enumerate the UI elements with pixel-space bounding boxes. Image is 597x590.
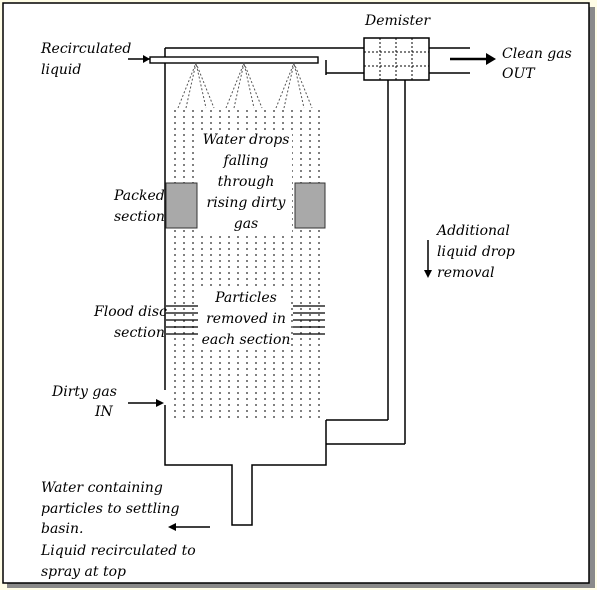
flood-disc-label-2: section — [114, 325, 165, 341]
packed-section-label-1: Packed — [113, 188, 165, 204]
particles-line-1: Particles — [214, 290, 277, 306]
water-drops-line-1: Water drops — [203, 132, 290, 148]
clean-gas-label-2: OUT — [502, 66, 536, 82]
packed-section-left — [165, 182, 198, 229]
dirty-gas-label-2: IN — [94, 404, 114, 420]
water-outlet-label-5: spray at top — [41, 564, 126, 580]
recirculated-liquid-label-1: Recirculated — [40, 41, 131, 57]
dirty-gas-label-1: Dirty gas — [51, 384, 117, 400]
additional-removal-label-3: removal — [437, 265, 494, 281]
flood-disc-sections — [166, 305, 325, 335]
demister-label: Demister — [364, 13, 431, 29]
water-drops-line-4: rising dirty — [207, 195, 287, 211]
packed-section-label-2: section — [114, 209, 165, 225]
particles-removed-text: Particles removed in each section — [201, 286, 291, 348]
spray-header — [149, 56, 319, 64]
diagram-border — [2, 2, 590, 584]
spray-nozzles — [177, 61, 313, 109]
water-outlet-label-2: particles to settling — [41, 501, 180, 517]
additional-removal-label-2: liquid drop — [437, 244, 515, 260]
clean-gas-label-1: Clean gas — [502, 46, 572, 62]
additional-removal-label-1: Additional — [435, 223, 510, 239]
packed-section-right — [294, 182, 326, 229]
water-drops-line-5: gas — [234, 216, 259, 232]
water-drops-line-2: falling — [223, 153, 269, 169]
water-outlet-label-4: Liquid recirculated to — [40, 543, 196, 559]
particles-line-3: each section — [202, 332, 291, 348]
flood-disc-label-1: Flood disc — [93, 304, 167, 320]
particles-line-2: removed in — [206, 311, 286, 327]
arrows — [128, 53, 496, 531]
water-outlet-label-3: basin. — [41, 521, 83, 537]
water-drops-text: Water drops falling through rising dirty… — [200, 130, 292, 232]
recirculated-liquid-label-2: liquid — [41, 62, 81, 78]
water-outlet-label-1: Water containing — [41, 480, 163, 496]
water-drops-line-3: through — [218, 174, 275, 190]
demister-box — [363, 37, 430, 81]
